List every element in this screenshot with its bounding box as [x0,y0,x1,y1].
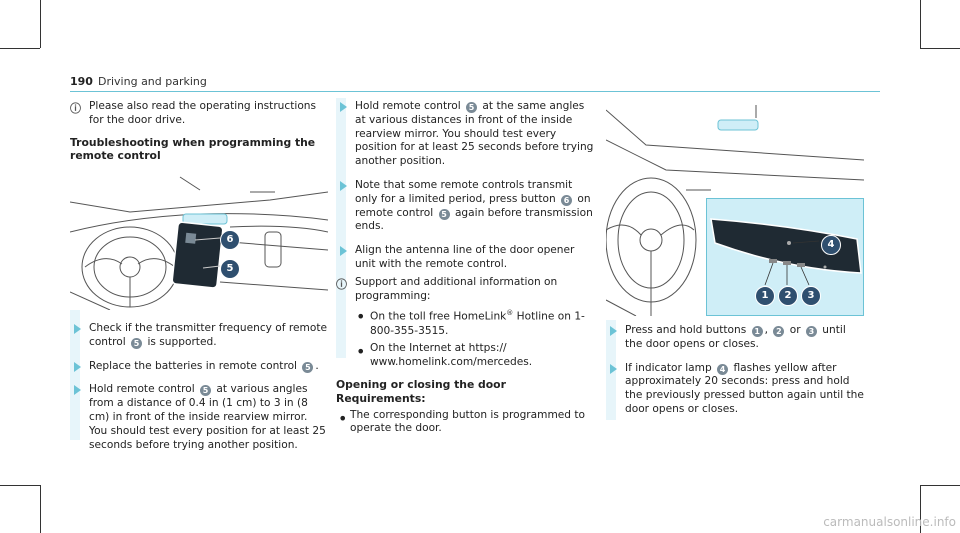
info-icon: ⓘ [70,102,81,115]
header-rule [70,91,880,92]
step-text: Check if the transmitter frequency of re… [89,322,327,349]
info-icon: ⓘ [336,277,347,291]
crop-mark [40,485,41,533]
side-bar [336,98,346,358]
watermark: carmanualsonline.info [823,515,956,529]
badge: 4 [717,363,729,375]
step-arrow-icon [74,361,81,372]
step-text: Hold remote control 5 at various angles … [89,383,326,451]
callout-6: 6 [220,230,240,250]
column-1: ⓘ Please also read the operating instruc… [70,100,328,171]
step-text: Hold remote control 5 at the same angles… [355,100,594,168]
step-text: Press and hold buttons 1, 2 or 3 until t… [625,324,846,350]
column-3-steps: Press and hold buttons 1, 2 or 3 until t… [606,324,864,427]
rearview-mirror-figure: 4 1 2 3 [606,100,864,316]
section-title: Driving and parking [98,75,207,88]
mirror-buttons-illustration [606,105,864,316]
badge: 5 [131,337,143,349]
requirement-text: The corresponding button is programmed t… [350,408,586,435]
crop-mark [920,485,960,486]
badge: 6 [561,194,573,206]
step-arrow-icon [610,326,617,336]
column-1-steps: Check if the transmitter frequency of re… [70,322,328,462]
crop-mark [920,485,921,533]
remote-control-figure: 6 5 [70,172,328,310]
crop-mark [40,0,41,48]
list-item: • On the Internet at https:// www.homeli… [336,342,594,370]
bullet-text: On the Internet at https:// www.homelink… [370,342,533,369]
callout-1: 1 [755,286,775,306]
step-item: Hold remote control 5 at various angles … [70,383,328,452]
badge: 5 [200,385,212,397]
step-arrow-icon [340,102,347,112]
step-item: Note that some remote controls transmit … [336,179,594,234]
callout-2: 2 [778,286,798,306]
list-item: • On the toll free HomeLink® Hotline on … [336,307,594,338]
crop-mark [920,48,960,49]
badge: 1 [751,326,763,337]
section-heading: Opening or closing the door [336,378,506,392]
bullet-text: On the toll free HomeLink® Hotline on 1-… [370,309,585,337]
step-text: If indicator lamp 4 flashes yellow after… [625,361,864,415]
step-arrow-icon [74,385,81,396]
step-item: Check if the transmitter frequency of re… [70,322,328,350]
badge: 5 [466,102,478,113]
step-item: Align the antenna line of the door opene… [336,244,594,272]
badge: 5 [302,361,314,373]
car-interior-illustration [70,176,328,310]
mirror-closeup [710,218,862,286]
note-text: Support and additional information on pr… [355,275,558,302]
badge: 3 [805,326,817,337]
step-arrow-icon [74,324,81,334]
note-text: Please also read the operating instructi… [89,100,317,126]
step-text: Note that some remote controls transmit … [355,178,593,233]
step-item: Replace the batteries in remote control … [70,360,328,374]
step-item: Press and hold buttons 1, 2 or 3 until t… [606,324,864,352]
crop-mark [920,0,921,48]
step-arrow-icon [610,363,617,374]
requirements-label: Requirements: [336,391,426,405]
info-note: ⓘ Support and additional information on … [336,276,594,304]
page-number: 190 [70,75,93,88]
list-item: • The corresponding button is programmed… [336,409,594,437]
crop-mark [0,485,40,486]
callout-4: 4 [821,235,841,255]
side-bar [70,272,80,440]
step-item: If indicator lamp 4 flashes yellow after… [606,362,864,417]
column-2: Hold remote control 5 at the same angles… [336,100,594,442]
badge: 5 [438,208,450,220]
step-item: Hold remote control 5 at the same angles… [336,100,594,169]
info-note: ⓘ Please also read the operating instruc… [70,100,328,128]
step-arrow-icon [340,246,347,257]
step-text: Replace the batteries in remote control … [89,359,319,373]
callout-5: 5 [220,259,240,279]
step-text: Align the antenna line of the door opene… [355,244,575,270]
badge: 2 [773,326,785,337]
step-arrow-icon [340,180,347,191]
section-heading: Troubleshooting when programming the rem… [70,135,316,163]
callout-3: 3 [801,286,821,306]
crop-mark [0,48,40,49]
